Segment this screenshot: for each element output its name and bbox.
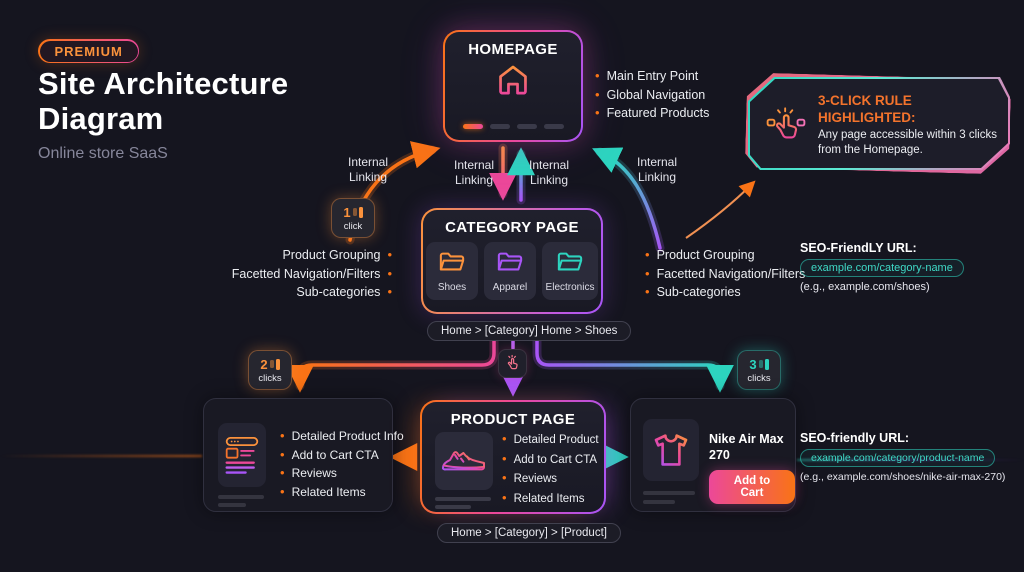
premium-badge: PREMIUM xyxy=(38,39,140,63)
category-card: CATEGORY PAGE Shoes xyxy=(421,208,603,314)
list-item: •Related Items xyxy=(280,483,366,499)
list-item: •Global Navigation xyxy=(595,86,706,102)
product-page-bullets: •Detailed Product •Add to Cart CTA •Revi… xyxy=(502,430,599,508)
sneaker-icon xyxy=(435,432,493,490)
category-card-title: CATEGORY PAGE xyxy=(445,219,579,236)
product-name: Nike Air Max 270 xyxy=(709,432,784,462)
premium-badge-label: PREMIUM xyxy=(39,40,138,62)
breadcrumb-product: Home > [Category] > [Product] xyxy=(437,523,621,543)
seo-example: (e.g., example.com/shoes/nike-air-max-27… xyxy=(800,471,1006,483)
list-item: •Reviews xyxy=(280,465,337,480)
category-seo-block: SEO-FriendLY URL: example.com/category-n… xyxy=(800,241,964,293)
category-left-bullets: •Product Grouping •Facetted Navigation/F… xyxy=(180,246,392,302)
folder-icon xyxy=(555,249,585,280)
tshirt-icon xyxy=(643,419,699,481)
category-tile-shoes: Shoes xyxy=(426,242,478,300)
folder-icon xyxy=(495,249,525,280)
webpage-wireframe-icon xyxy=(218,423,266,487)
click-count-badge-1: 1 click xyxy=(331,198,375,238)
tap-click-icon xyxy=(498,349,527,378)
product-page-card: PRODUCT PAGE •Detailed Product •Add to C… xyxy=(420,400,606,514)
list-item: •Sub-categories xyxy=(645,284,741,299)
click-count-badge-2: 2 clicks xyxy=(248,350,292,390)
seo-label: SEO-friendly URL: xyxy=(800,431,910,445)
left-edge-glow xyxy=(0,455,202,457)
product-detail-box: •Detailed Product Info •Add to Cart CTA … xyxy=(203,398,404,512)
internal-linking-label: Internal Linking xyxy=(347,155,389,184)
homepage-card-title: HOMEPAGE xyxy=(468,41,558,58)
click-count-badge-3: 3 clicks xyxy=(737,350,781,390)
category-tile-electronics: Electronics xyxy=(542,242,598,300)
rule-box-title: 3-CLICK RULE HIGHLIGHTED: xyxy=(818,93,916,125)
product-mini-card: Nike Air Max 270 Add to Cart xyxy=(630,398,796,512)
detail-box-bullets: •Detailed Product Info •Add to Cart CTA … xyxy=(280,427,404,501)
list-item: •Facetted Navigation/Filters xyxy=(231,265,392,281)
folder-icon xyxy=(437,249,467,280)
list-item: •Add to Cart CTA xyxy=(502,450,598,466)
list-item: •Detailed Product Info xyxy=(280,428,404,443)
add-to-cart-button[interactable]: Add to Cart xyxy=(709,470,795,504)
list-item: •Product Grouping xyxy=(645,247,755,262)
internal-linking-label: Internal Linking xyxy=(636,155,678,184)
rule-box: 3-CLICK RULE HIGHLIGHTED: Any page acces… xyxy=(748,77,1010,170)
homepage-bullets: •Main Entry Point •Global Navigation •Fe… xyxy=(595,67,709,123)
homepage-card: HOMEPAGE xyxy=(443,30,583,142)
list-item: •Detailed Product xyxy=(502,431,599,446)
list-item: •Related Items xyxy=(502,489,585,505)
tap-click-icon xyxy=(765,105,807,152)
internal-linking-label: Internal Linking xyxy=(453,158,495,187)
list-item: •Sub-categories xyxy=(296,284,392,299)
list-item: •Reviews xyxy=(502,470,558,485)
category-tile-apparel: Apparel xyxy=(484,242,536,300)
product-seo-block: SEO-friendly URL: example.com/category/p… xyxy=(800,431,1005,483)
list-item: •Add to Cart CTA xyxy=(280,446,379,462)
internal-linking-label: Internal Linking xyxy=(528,158,570,187)
seo-example: (e.g., example.com/shoes) xyxy=(800,281,930,293)
rule-box-body: Any page accessible within 3 clicks from… xyxy=(818,129,997,156)
seo-url-pill: example.com/category/product-name xyxy=(800,449,996,467)
home-icon xyxy=(494,63,532,102)
list-item: •Featured Products xyxy=(595,105,710,120)
seo-url-pill: example.com/category-name xyxy=(800,259,964,277)
list-item: •Product Grouping xyxy=(282,247,392,262)
category-right-bullets: •Product Grouping •Facetted Navigation/F… xyxy=(645,246,805,302)
homepage-nav-pills xyxy=(445,124,581,129)
seo-label: SEO-FriendLY URL: xyxy=(800,241,917,255)
list-item: •Facetted Navigation/Filters xyxy=(645,265,806,281)
page-subtitle: Online store SaaS xyxy=(38,145,168,162)
list-item: •Main Entry Point xyxy=(595,68,699,83)
page-title: Site Architecture Diagram xyxy=(38,66,289,136)
breadcrumb-category: Home > [Category] Home > Shoes xyxy=(427,321,632,341)
product-card-title: PRODUCT PAGE xyxy=(450,411,576,428)
